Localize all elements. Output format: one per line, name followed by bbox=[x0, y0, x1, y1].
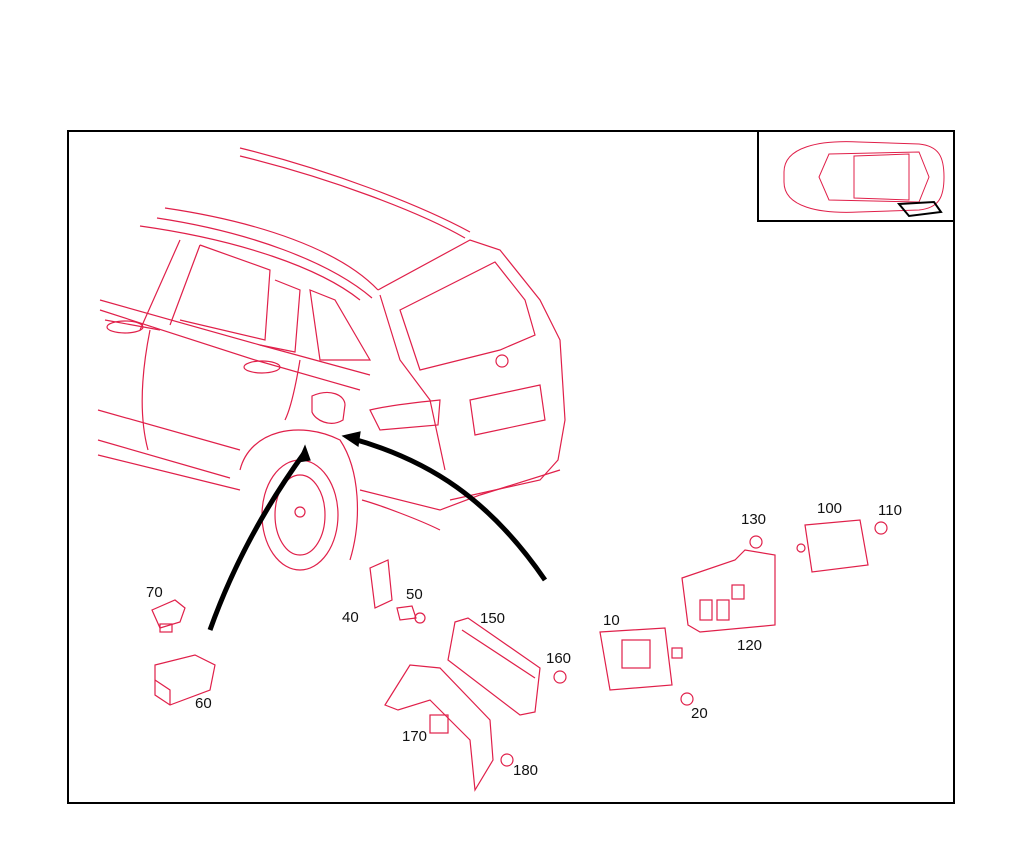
diagram-frame bbox=[67, 130, 955, 804]
part-label-130[interactable]: 130 bbox=[741, 511, 767, 528]
part-label-160[interactable]: 160 bbox=[546, 650, 572, 667]
part-label-50[interactable]: 50 bbox=[406, 586, 423, 603]
part-label-60[interactable]: 60 bbox=[195, 695, 212, 712]
part-label-70[interactable]: 70 bbox=[146, 584, 163, 601]
part-label-100[interactable]: 100 bbox=[817, 500, 843, 517]
part-label-170[interactable]: 170 bbox=[402, 728, 428, 745]
part-label-110[interactable]: 110 bbox=[878, 502, 902, 519]
part-label-40[interactable]: 40 bbox=[342, 609, 359, 626]
part-label-20[interactable]: 20 bbox=[691, 705, 708, 722]
vehicle-top-view-icon bbox=[783, 141, 945, 218]
part-label-180[interactable]: 180 bbox=[513, 762, 539, 779]
part-label-120[interactable]: 120 bbox=[737, 637, 763, 654]
part-label-10[interactable]: 10 bbox=[603, 612, 620, 629]
inset-vehicle-top-view bbox=[757, 130, 955, 222]
part-label-150[interactable]: 150 bbox=[480, 610, 506, 627]
